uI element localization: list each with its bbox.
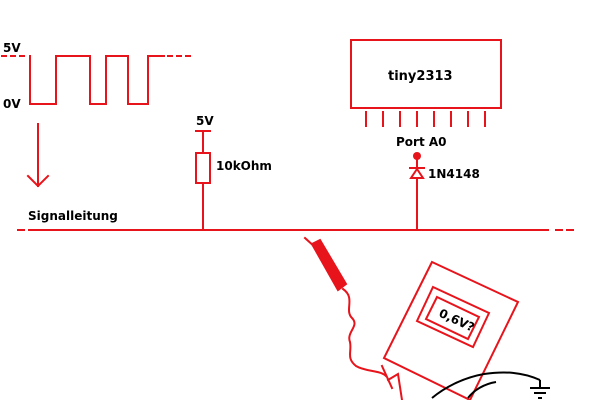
chip-name-label: tiny2313 [388,69,453,84]
low-level-label: 0V [3,97,21,111]
signal-line-label: Signalleitung [28,209,118,223]
ground-icon [530,380,550,399]
arrow-down-icon [26,123,50,188]
supply-voltage-label: 5V [196,114,214,128]
multimeter-icon [380,260,520,400]
resistor-icon [195,130,211,231]
probe-icon [303,236,388,378]
high-level-label: 5V [3,41,21,55]
diode-icon [409,155,425,231]
diode-label: 1N4148 [428,167,480,181]
ground-lead [431,371,541,399]
meter-reading: 0,6V? [437,306,477,335]
resistor-value-label: 10kOhm [216,159,272,173]
square-wave [1,55,193,105]
port-label: Port A0 [396,135,447,149]
chip-body [350,39,502,127]
port-dot [413,152,421,160]
